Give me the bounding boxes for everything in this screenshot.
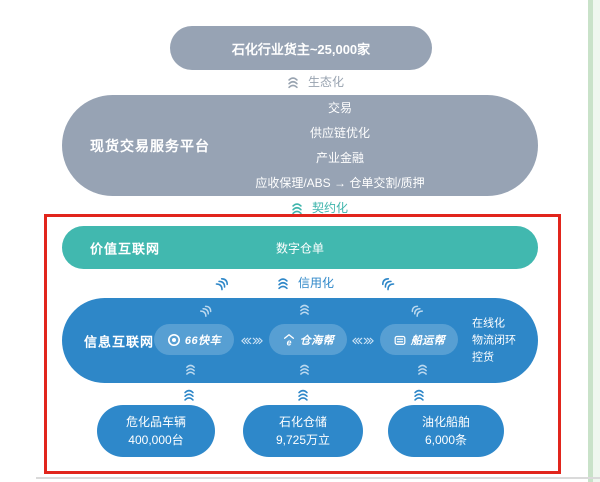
resource-pill-storage: 石化仓储 9,725万立 bbox=[243, 405, 363, 457]
side-note-line: 在线化 bbox=[472, 317, 505, 329]
signal-tilt-right-icon bbox=[213, 273, 233, 293]
digital-warehouse-receipt-label: 数字仓单 bbox=[275, 241, 324, 255]
platform-item: 应收保理/ABS → 仓单交割/质押 bbox=[255, 175, 425, 190]
connector-ecosystem-label: 生态化 bbox=[308, 75, 345, 89]
signal-up-icon bbox=[290, 201, 304, 215]
highlight-red-box bbox=[44, 214, 561, 474]
signal-up-icon bbox=[182, 388, 196, 402]
info-internet-side-note: 在线化 物流闭环 控货 bbox=[472, 315, 516, 366]
connector-contract-label: 契约化 bbox=[312, 201, 349, 215]
signal-up-icon bbox=[298, 363, 311, 376]
signal-up-icon bbox=[276, 276, 290, 290]
logo-pill-chuanyunbang: 船运帮 bbox=[380, 324, 458, 355]
connector-ecosystem: 生态化 bbox=[286, 73, 344, 90]
bottom-divider-line bbox=[36, 477, 600, 479]
connector-credit-label: 信用化 bbox=[298, 276, 335, 290]
logo-pill-66kuaiche: 66快车 bbox=[154, 324, 234, 355]
signal-tilt-left-icon bbox=[407, 301, 425, 319]
spot-trading-platform-items: 交易 供应链优化 产业金融 应收保理/ABS → 仓单交割/质押 bbox=[182, 96, 498, 196]
spot-trading-platform: 现货交易服务平台 交易 供应链优化 产业金融 应收保理/ABS → 仓单交割/质… bbox=[62, 95, 538, 196]
value-internet-title: 价值互联网 bbox=[90, 241, 161, 256]
spot-trading-platform-title: 现货交易服务平台 bbox=[90, 137, 210, 154]
logo-pill-canghaibang: e 仓海帮 bbox=[269, 324, 347, 355]
resource-ships-count: 6,000条 bbox=[424, 433, 468, 447]
resource-storage-title: 石化仓储 bbox=[278, 415, 327, 429]
ship-card-icon bbox=[393, 333, 407, 347]
resource-vehicles-title: 危化品车辆 bbox=[125, 415, 186, 429]
resource-storage-count: 9,725万立 bbox=[275, 433, 331, 447]
side-note-line: 物流闭环 bbox=[472, 334, 516, 346]
logo-canghaibang-label: 仓海帮 bbox=[299, 334, 335, 347]
info-internet-title: 信息互联网 bbox=[84, 334, 155, 349]
logo-chuanyunbang-label: 船运帮 bbox=[410, 334, 446, 347]
logo-66kuaiche-label: 66快车 bbox=[184, 334, 222, 347]
side-note-line: 控货 bbox=[472, 351, 494, 363]
signal-up-icon bbox=[416, 363, 429, 376]
resource-ships-title: 油化船舶 bbox=[421, 415, 470, 429]
value-internet-bar: 价值互联网 数字仓单 bbox=[62, 226, 538, 269]
link-chevrons-icon bbox=[351, 332, 375, 345]
e-roof-icon: e bbox=[282, 333, 296, 347]
resource-pill-vehicles: 危化品车辆 400,000台 bbox=[97, 405, 215, 457]
top-owners-label: 石化行业货主~25,000家 bbox=[231, 41, 371, 57]
circle-target-icon bbox=[167, 333, 181, 347]
top-owners-pill: 石化行业货主~25,000家 bbox=[170, 26, 432, 70]
connector-credit: 信用化 bbox=[213, 273, 397, 293]
resource-vehicles-count: 400,000台 bbox=[128, 433, 184, 447]
link-chevrons-icon bbox=[240, 332, 264, 345]
signal-up-icon bbox=[184, 363, 197, 376]
svg-text:e: e bbox=[286, 337, 291, 346]
signal-up-icon bbox=[296, 388, 310, 402]
platform-item: 供应链优化 bbox=[309, 125, 370, 140]
signal-tilt-right-icon bbox=[197, 301, 215, 319]
platform-item: 产业金融 bbox=[315, 150, 364, 165]
right-edge-green-line bbox=[588, 0, 593, 482]
signal-up-icon bbox=[298, 303, 311, 316]
signal-up-icon bbox=[412, 388, 426, 402]
resource-pill-ships: 油化船舶 6,000条 bbox=[388, 405, 504, 457]
right-edge-fill bbox=[593, 0, 600, 482]
info-internet-bar: 信息互联网 66快车 e 仓海帮 船运帮 在线化 物流闭环 控货 bbox=[62, 298, 538, 383]
platform-item: 交易 bbox=[327, 100, 352, 115]
signal-up-icon bbox=[286, 75, 300, 89]
signal-tilt-left-icon bbox=[377, 273, 397, 293]
connector-contract: 契约化 bbox=[290, 199, 348, 216]
